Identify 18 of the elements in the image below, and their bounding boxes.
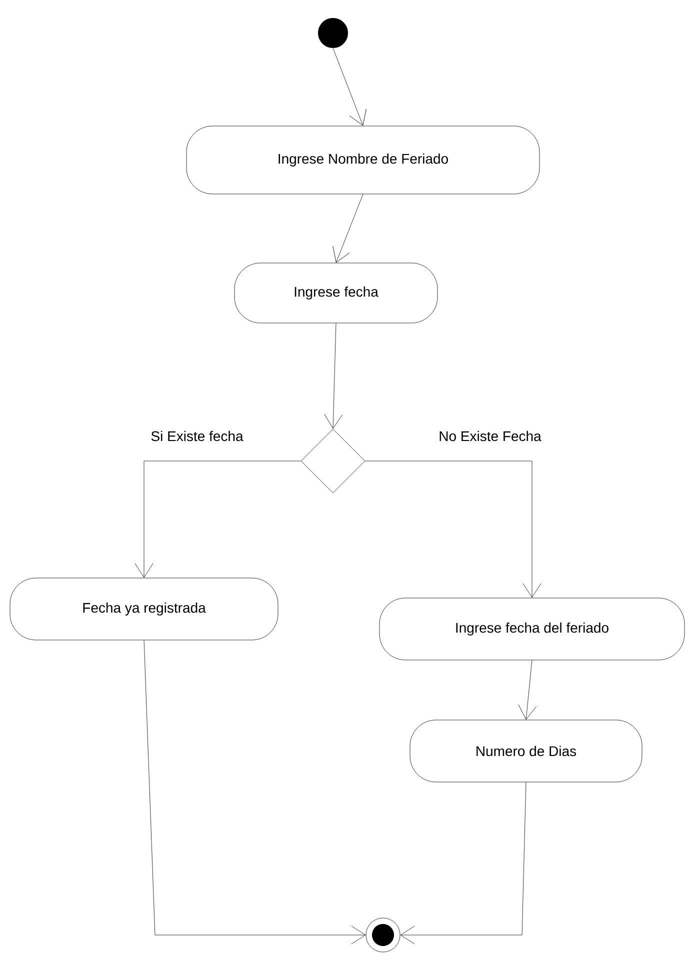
end-bullseye	[366, 918, 400, 952]
arrow	[332, 194, 364, 263]
action-box: Fecha ya registrada	[10, 578, 278, 640]
action-box: Numero de Dias	[410, 720, 642, 782]
arrow	[134, 460, 301, 578]
action-box: Ingrese fecha	[234, 262, 438, 324]
action-box: Ingrese fecha del feriado	[379, 598, 685, 660]
arrow	[324, 323, 343, 429]
arrow	[332, 48, 366, 126]
arrow	[518, 660, 537, 720]
decision-diamond	[300, 428, 366, 494]
action-box: Ingrese Nombre de Feriado	[186, 126, 540, 194]
edge-label: Si Existe fecha	[150, 430, 244, 442]
start-dot	[318, 18, 348, 48]
arrow	[365, 460, 542, 598]
arrow	[400, 782, 526, 944]
edge-label: No Existe Fecha	[438, 430, 542, 442]
arrow	[144, 640, 366, 944]
